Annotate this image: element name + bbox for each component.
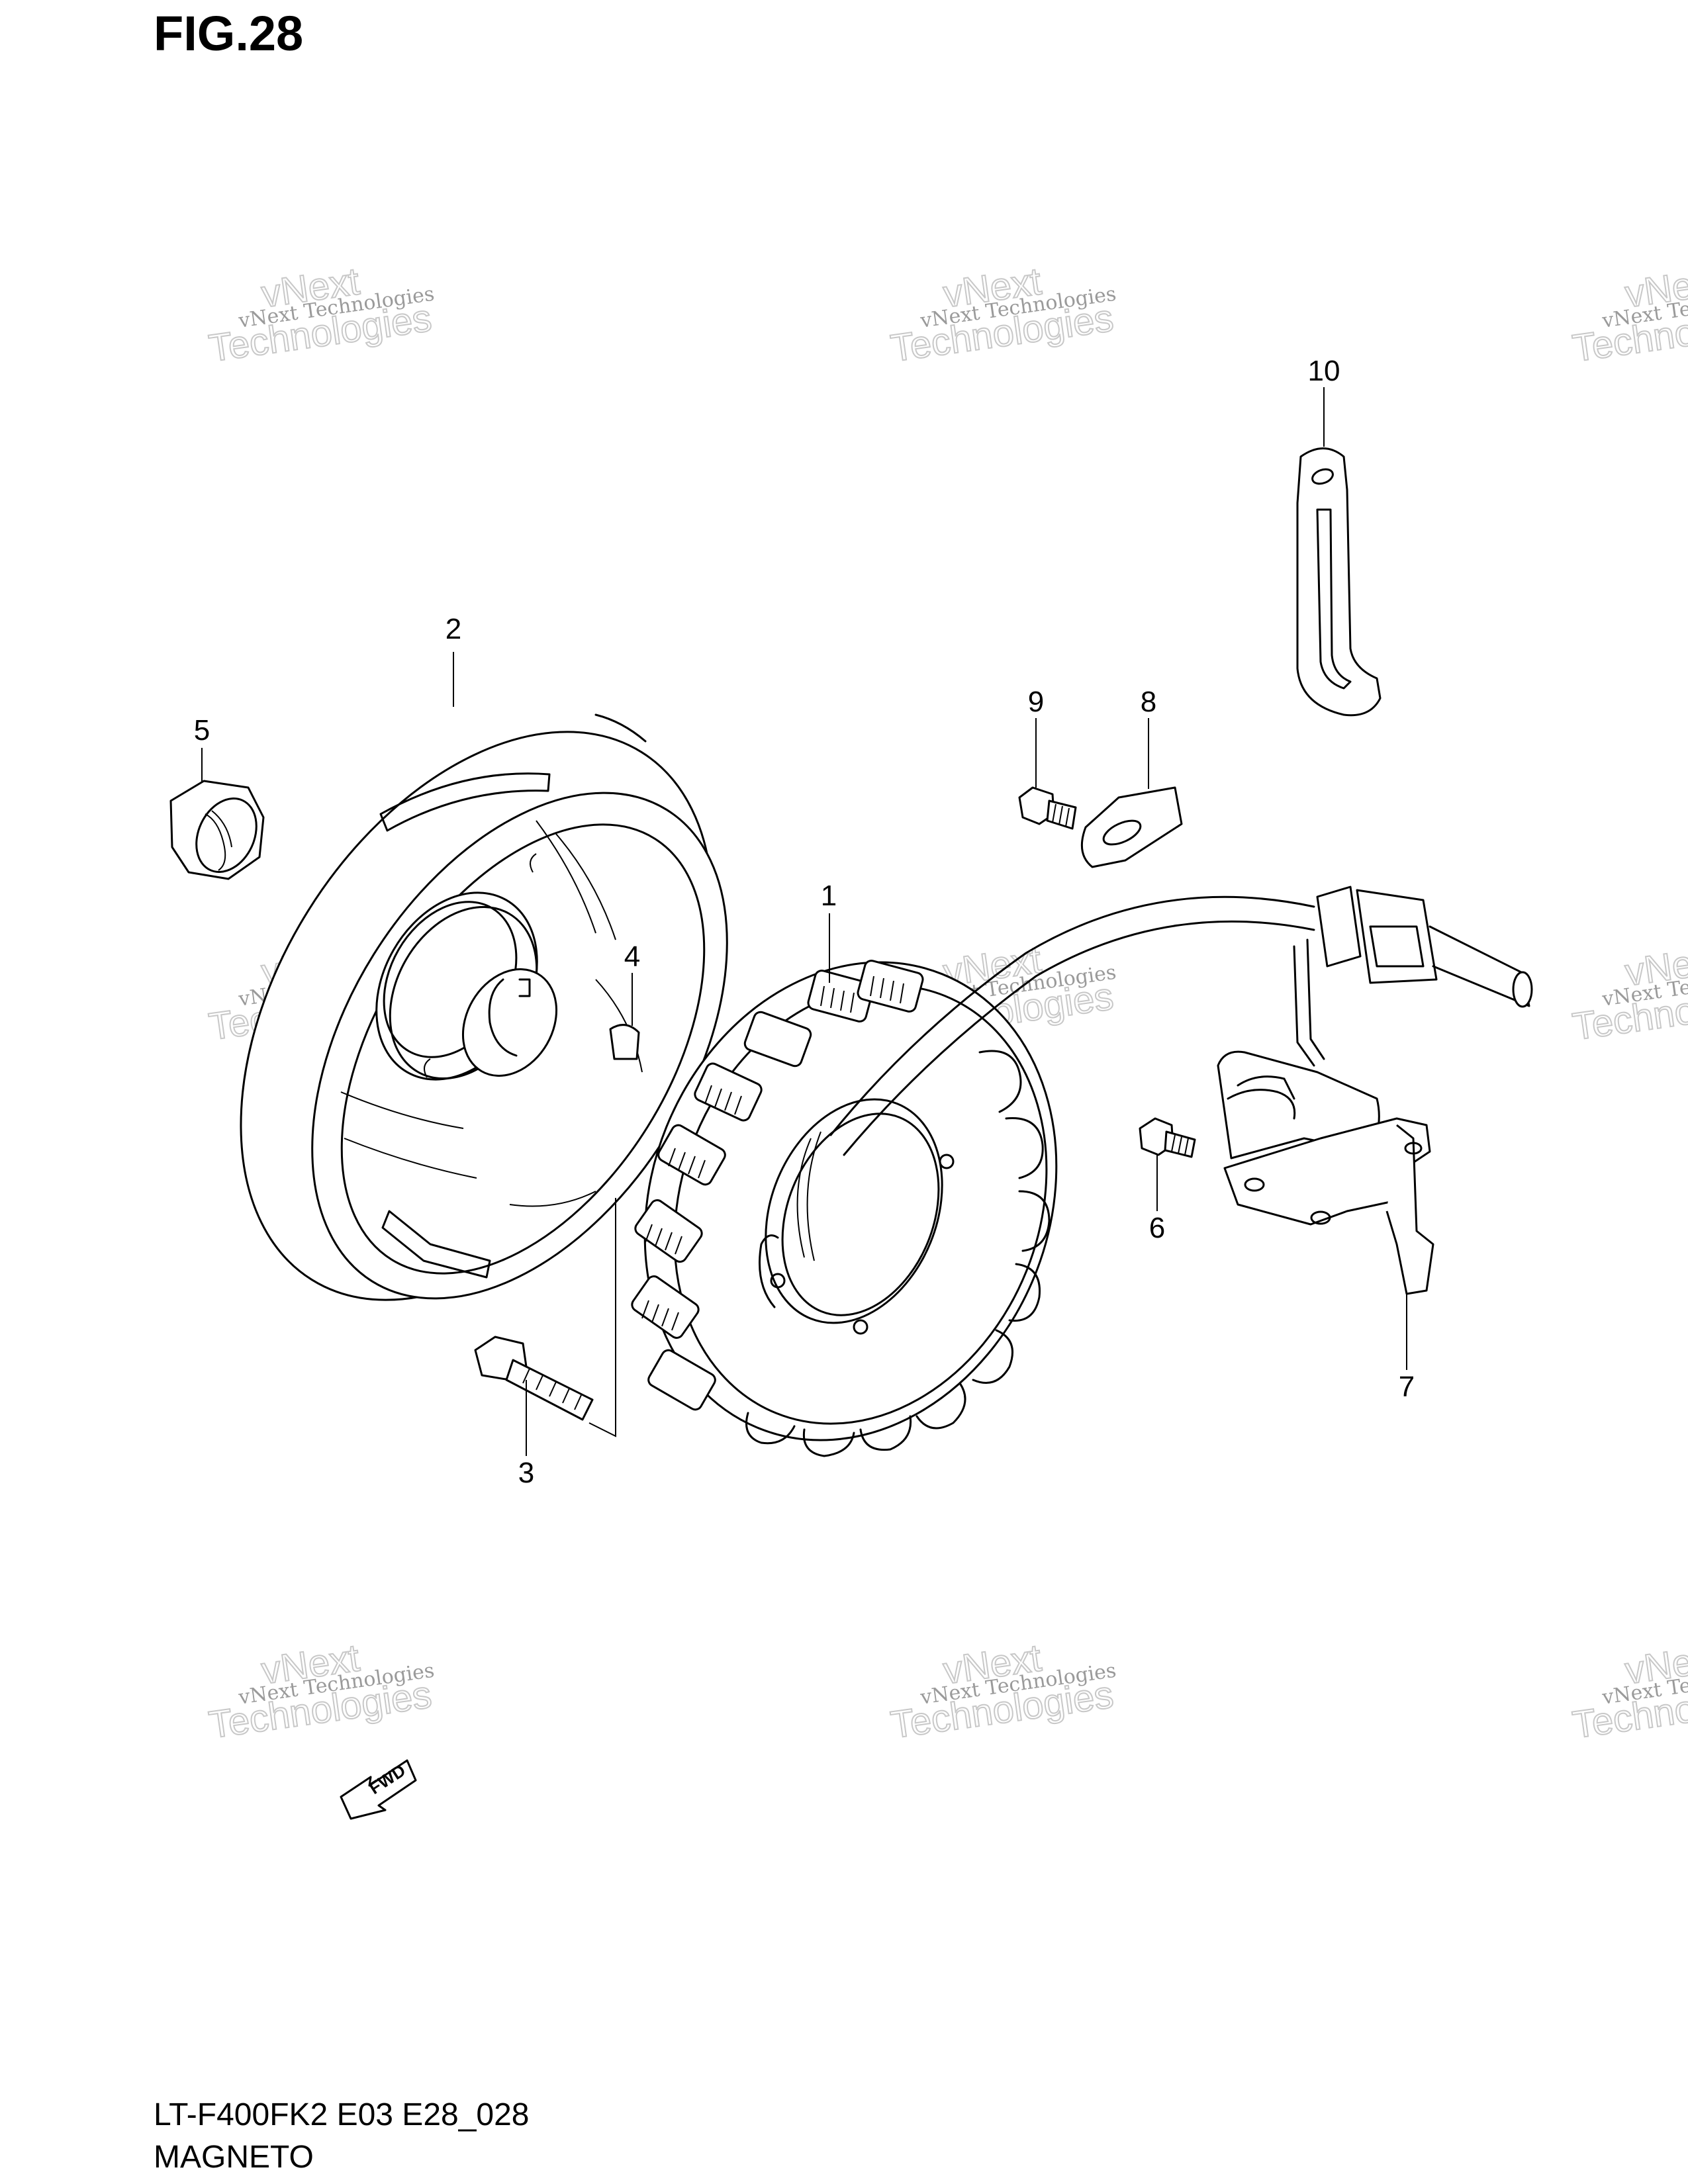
watermark: vNext Technologies vNext Technologies bbox=[888, 259, 1118, 371]
callout-7: 7 bbox=[1399, 1371, 1415, 1403]
clamp-plate-part bbox=[1080, 786, 1183, 868]
leader-lines bbox=[201, 387, 1407, 1456]
pickup-bracket-part bbox=[1217, 1050, 1434, 1295]
figure-title: FIG.28 bbox=[154, 6, 304, 61]
section-name: MAGNETO bbox=[154, 2140, 314, 2175]
callout-6: 6 bbox=[1149, 1212, 1165, 1244]
forward-direction-arrow: FWD bbox=[340, 1759, 417, 1820]
watermark: vNext Technologies vNext Technologies bbox=[1570, 259, 1688, 371]
wiring-harness bbox=[829, 886, 1533, 1156]
bracket-bolt-part bbox=[1139, 1117, 1196, 1158]
watermark: vNext Technologies vNext Technologies bbox=[206, 1635, 436, 1747]
callout-3: 3 bbox=[518, 1457, 534, 1489]
callout-1: 1 bbox=[821, 880, 837, 912]
callout-8: 8 bbox=[1141, 686, 1156, 718]
callout-labels: 1 2 3 4 5 6 7 8 9 10 bbox=[194, 355, 1415, 1489]
wire-guide-part bbox=[1296, 447, 1382, 717]
rotor-nut-part bbox=[169, 780, 265, 880]
watermark: vNext Technologies vNext Technologies bbox=[1570, 937, 1688, 1049]
model-code: LT-F400FK2 E03 E28_028 bbox=[154, 2097, 530, 2132]
watermark: vNext Technologies vNext Technologies bbox=[206, 259, 436, 371]
stator-bolt-part bbox=[474, 1198, 616, 1437]
watermark: vNext Technologies vNext Technologies bbox=[1570, 1635, 1688, 1747]
callout-10: 10 bbox=[1308, 355, 1340, 387]
callout-9: 9 bbox=[1028, 686, 1044, 718]
callout-2: 2 bbox=[445, 613, 461, 645]
watermark: vNext Technologies vNext Technologies bbox=[888, 1635, 1118, 1747]
stator-coil-part bbox=[631, 960, 1058, 1457]
callout-5: 5 bbox=[194, 714, 210, 747]
callout-4: 4 bbox=[624, 940, 640, 973]
clamp-screw-part bbox=[1018, 786, 1077, 830]
flywheel-rotor-part bbox=[240, 713, 728, 1301]
